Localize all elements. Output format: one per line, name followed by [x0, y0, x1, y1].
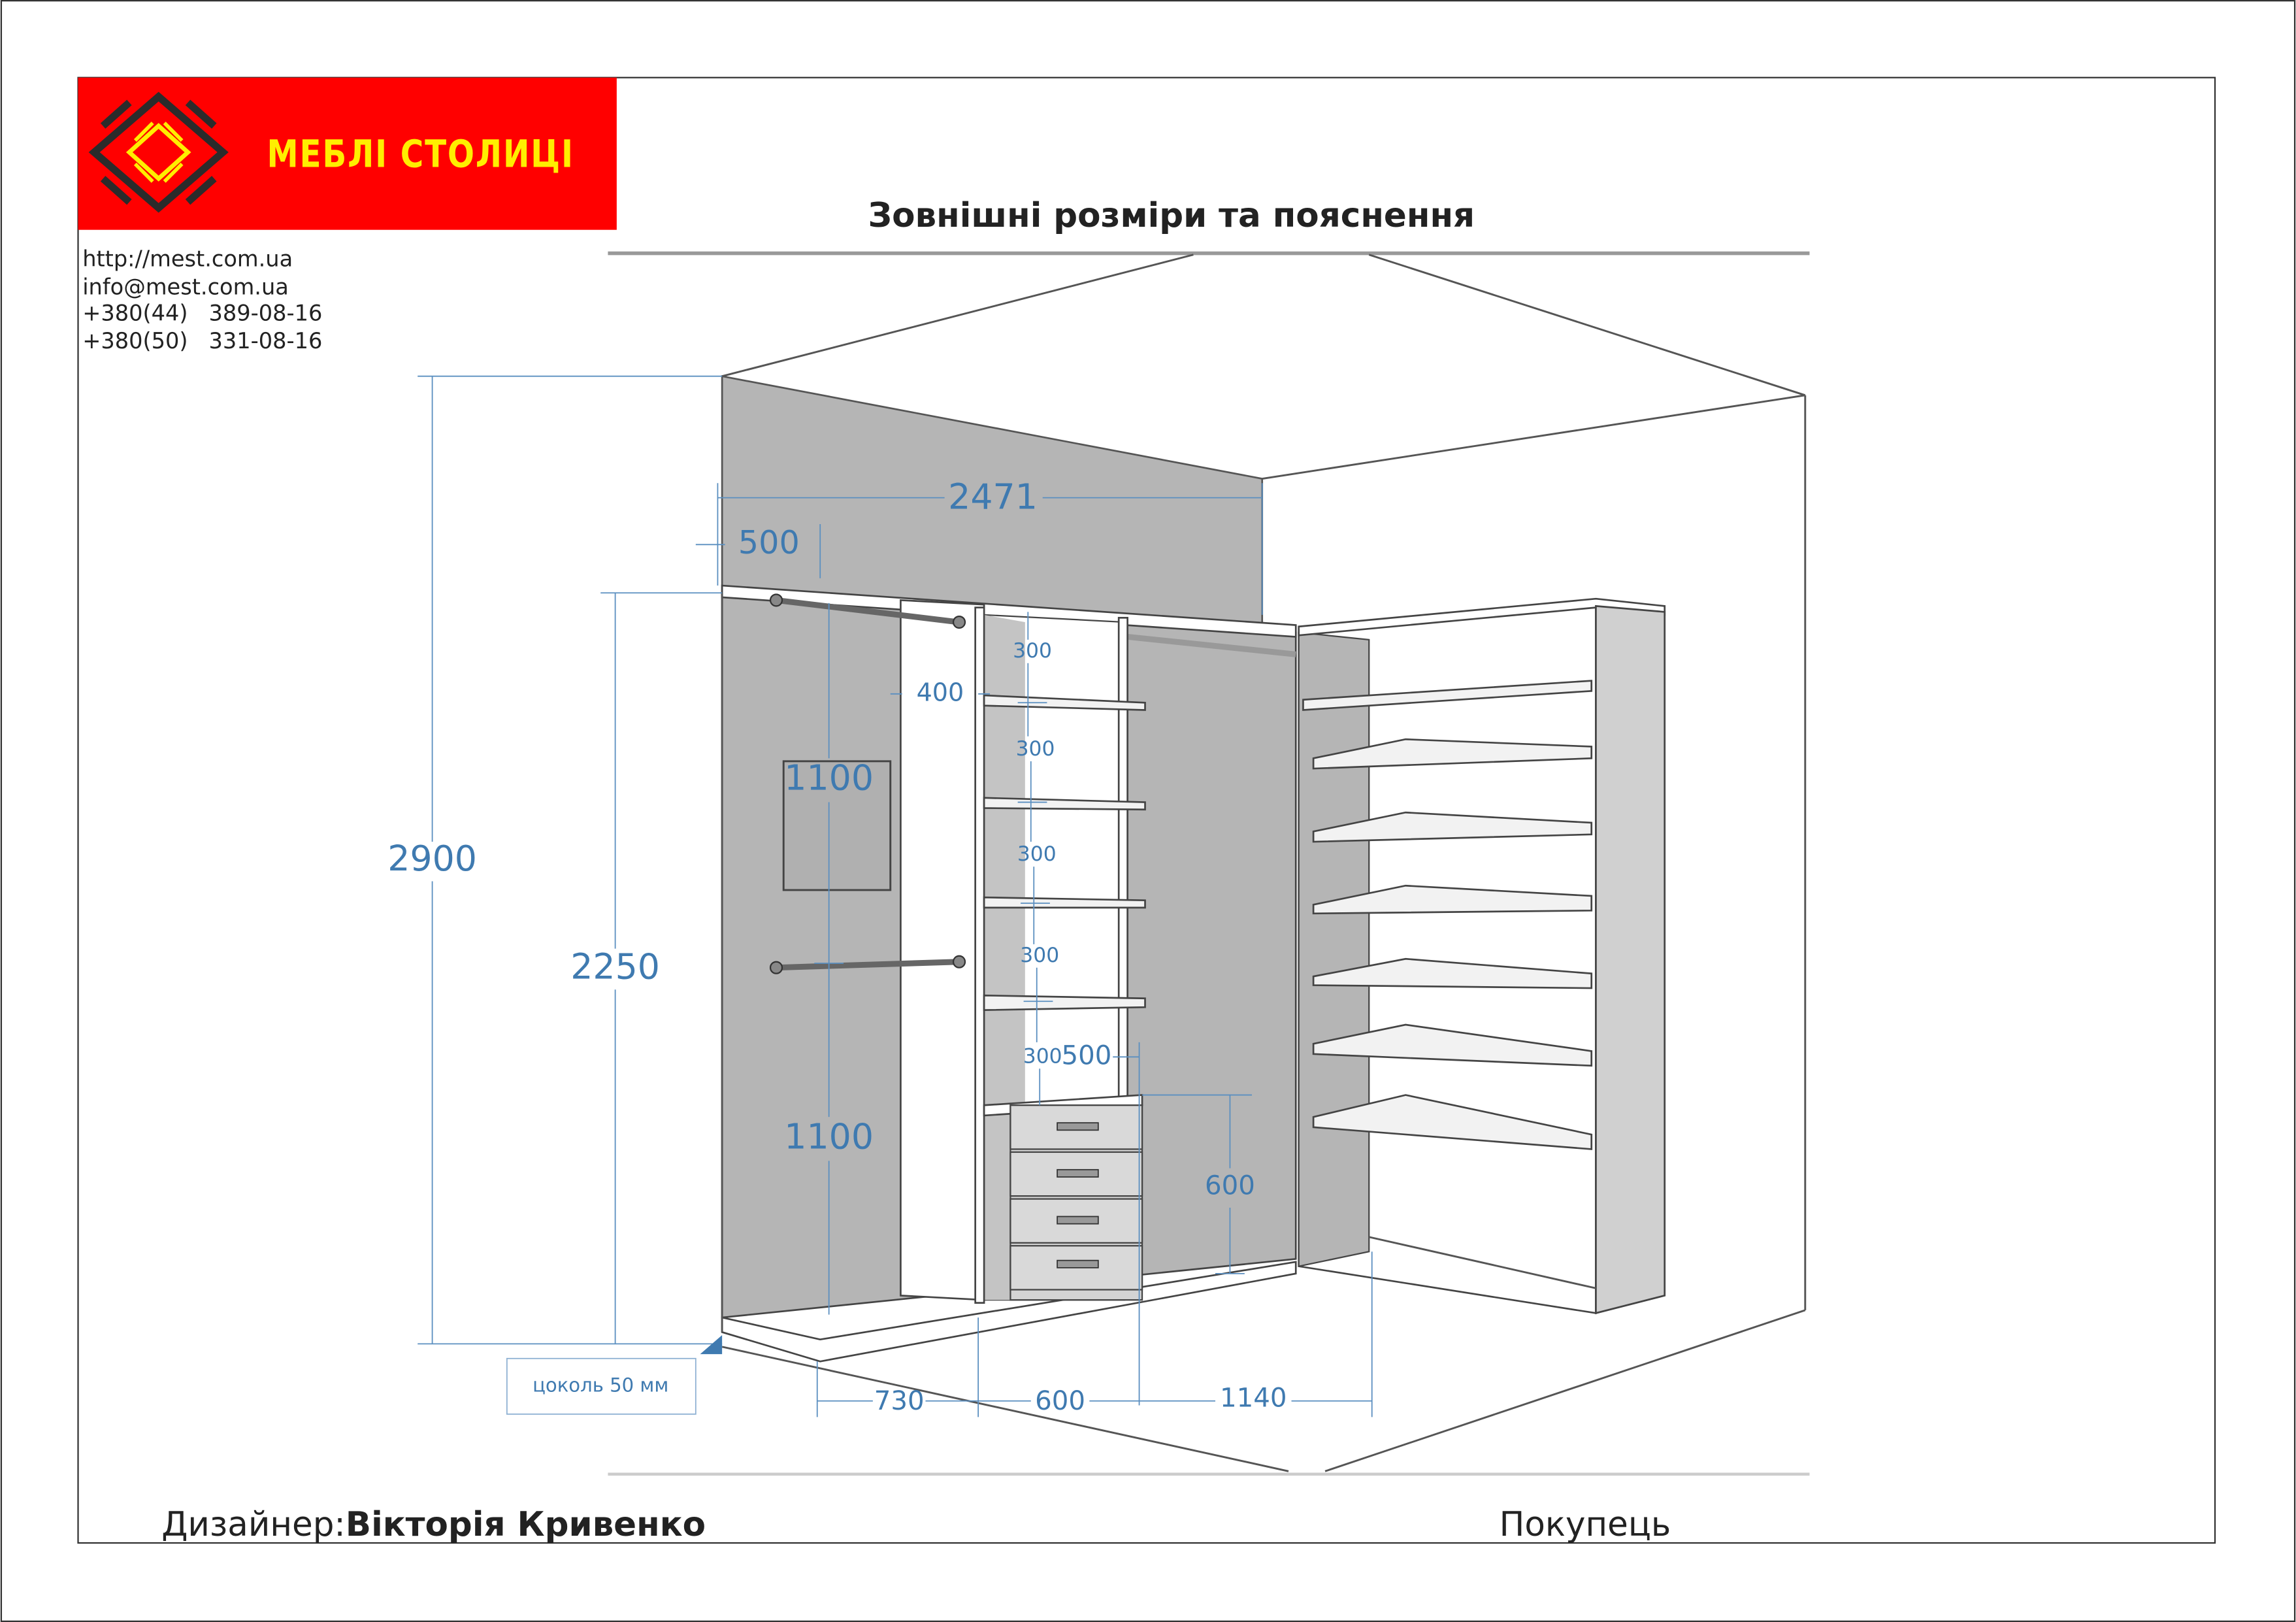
plinth-marker-icon	[700, 1334, 723, 1355]
designer-credit: Дизайнер:Вікторія Кривенко	[161, 1505, 706, 1544]
customer-label: Покупець	[1500, 1505, 1671, 1544]
dim-shelf-gap: 300	[1020, 944, 1059, 967]
inner-frame	[77, 76, 2216, 1544]
company-logo: МЕБЛІ СТОЛИЦІ	[78, 77, 617, 230]
designer-label: Дизайнер:	[161, 1505, 346, 1544]
dim-wardrobe-height: 2250	[570, 946, 660, 987]
drawer-unit	[983, 1094, 1143, 1301]
hanging-rod-upper	[776, 597, 960, 625]
hanging-rod-lower	[776, 959, 960, 971]
hanging-rod-middle	[1127, 633, 1296, 657]
dimensions: 2900 2250 2471 500 400 1100 1100 300 300…	[387, 375, 1373, 1417]
dim-bottom-width: 1140	[1220, 1383, 1287, 1414]
website-link[interactable]: http://mest.com.ua	[82, 246, 293, 272]
dim-hang-upper: 1100	[784, 757, 874, 799]
dim-bottom-width: 730	[874, 1385, 925, 1416]
plinth-note: цоколь 50 мм	[533, 1374, 668, 1396]
contacts: http://mest.com.ua info@mest.com.ua +380…	[82, 246, 322, 354]
dim-shelf-gap: 300	[1023, 1044, 1062, 1068]
dim-shelf-gap: 300	[1017, 842, 1057, 866]
mirror	[782, 760, 892, 891]
dim-bottom-width: 600	[1035, 1385, 1085, 1416]
dim-total-height: 2900	[387, 838, 477, 879]
dim-back-width: 2471	[948, 476, 1038, 518]
dim-drawer-height: 600	[1205, 1170, 1255, 1201]
wardrobe-left	[721, 584, 1297, 1363]
designer-name: Вікторія Кривенко	[346, 1505, 706, 1544]
plinth-note-box	[506, 1357, 697, 1415]
shelves	[983, 694, 1146, 1012]
dim-shelf-gap: 300	[1013, 639, 1052, 663]
dim-partition-depth: 400	[917, 678, 964, 706]
diamond-emblem-icon	[88, 91, 229, 213]
dim-depth-top: 500	[738, 523, 800, 561]
dim-shelf-gap: 300	[1016, 737, 1055, 761]
page-title: Зовнішні розміри та пояснення	[868, 196, 1475, 235]
phone-2: +380(50) 331-08-16	[82, 328, 322, 354]
dim-drawer-depth: 500	[1061, 1040, 1111, 1070]
email-link[interactable]: info@mest.com.ua	[82, 274, 289, 299]
dim-hang-lower: 1100	[784, 1116, 874, 1157]
room-outline	[608, 254, 1810, 1476]
phone-1: +380(44) 389-08-16	[82, 301, 322, 326]
shoe-rack-right	[1298, 597, 1666, 1315]
logo-text: МЕБЛІ СТОЛИЦІ	[267, 131, 574, 176]
